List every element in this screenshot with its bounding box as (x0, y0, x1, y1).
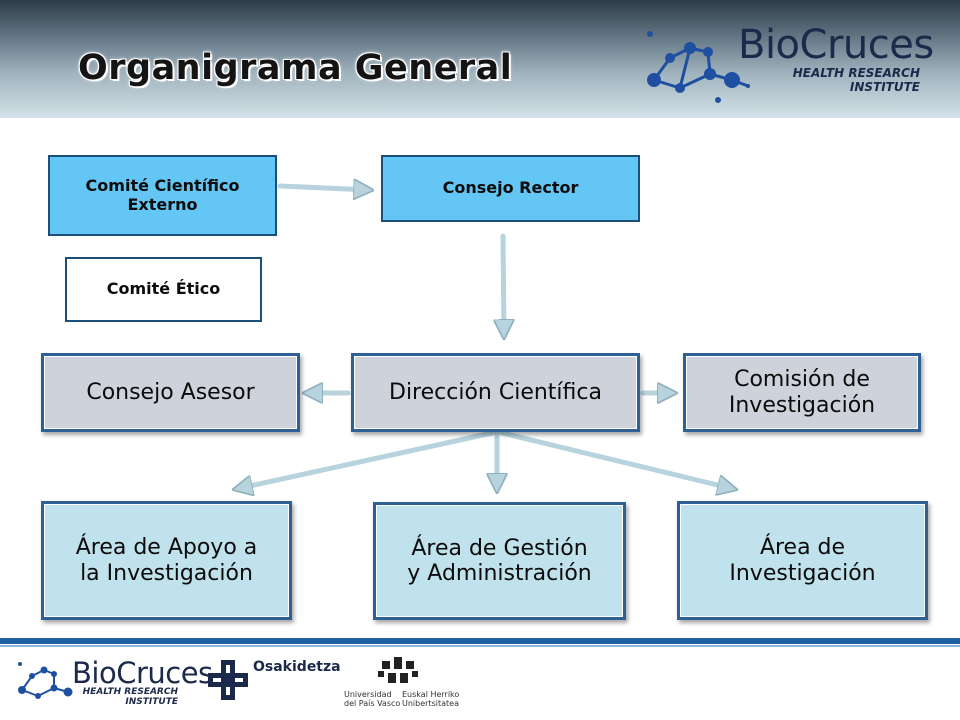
node-label: Consejo Asesor (86, 379, 255, 405)
header-band (0, 0, 960, 118)
osakidetza-logo-icon (208, 660, 248, 700)
footer-biocruces-subtitle-2: INSTITUTE (125, 697, 178, 707)
upv-name-line-1: Universidad (344, 690, 392, 699)
node-label: Comité Ético (106, 279, 221, 299)
node-area-de-investigacion: Área de Investigación (677, 501, 928, 620)
header-logo-subtitle-2: INSTITUTE (849, 80, 920, 94)
upv-ehu-emblem-icon (378, 657, 418, 683)
footer-biocruces-molecule-icon (18, 662, 73, 699)
upv-name-line-2: del País Vasco (344, 699, 401, 708)
node-label-line: Comisión de (734, 367, 870, 393)
node-direccion-cientifica: Dirección Científica (351, 353, 640, 432)
edge-consejo-rector-to-direccion (503, 233, 504, 336)
footer-divider (0, 638, 960, 644)
node-label-line: Externo (127, 194, 198, 214)
edge-direccion-to-area-investigacion (499, 430, 734, 489)
node-label-line: Área de Apoyo a (75, 535, 258, 561)
node-consejo-rector: Consejo Rector (381, 155, 640, 222)
node-comite-etico: Comité Ético (65, 257, 262, 322)
node-label: Consejo Rector (442, 178, 579, 198)
header-logo-name: BioCruces (738, 22, 934, 68)
ehu-name-line-2: Unibertsitatea (402, 699, 459, 708)
slide-title: Organigrama General (78, 48, 513, 88)
node-label-line: Área de Gestión (411, 535, 588, 561)
node-label-line: Comité Científico (85, 176, 240, 196)
node-comite-cientifico-externo: Comité Científico Externo (48, 155, 277, 236)
node-label-line: Área de (759, 535, 846, 561)
ehu-name-line-1: Euskal Herriko (402, 690, 460, 699)
footer-biocruces-name: BioCruces (72, 656, 213, 690)
node-label: Dirección Científica (389, 379, 602, 405)
node-label-line: la Investigación (80, 560, 253, 586)
node-area-gestion-administracion: Área de Gestión y Administración (373, 502, 626, 620)
node-label-line: y Administración (407, 561, 592, 586)
node-area-apoyo-investigacion: Área de Apoyo a la Investigación (41, 501, 292, 620)
footer-divider-thin (0, 645, 960, 647)
footer-biocruces-subtitle-1: HEALTH RESEARCH (82, 687, 178, 697)
biocruces-molecule-icon (647, 31, 750, 103)
node-comision-de-investigacion: Comisión de Investigación (683, 353, 921, 432)
edge-direccion-to-area-apoyo (236, 430, 495, 489)
edge-comite-cientifico-to-consejo-rector (277, 186, 370, 190)
header-logo-subtitle-1: HEALTH RESEARCH (792, 66, 920, 80)
node-label-line: Investigación (729, 560, 876, 586)
node-consejo-asesor: Consejo Asesor (41, 353, 300, 432)
node-label-line: Investigación (728, 392, 876, 418)
osakidetza-name: Osakidetza (253, 659, 341, 675)
